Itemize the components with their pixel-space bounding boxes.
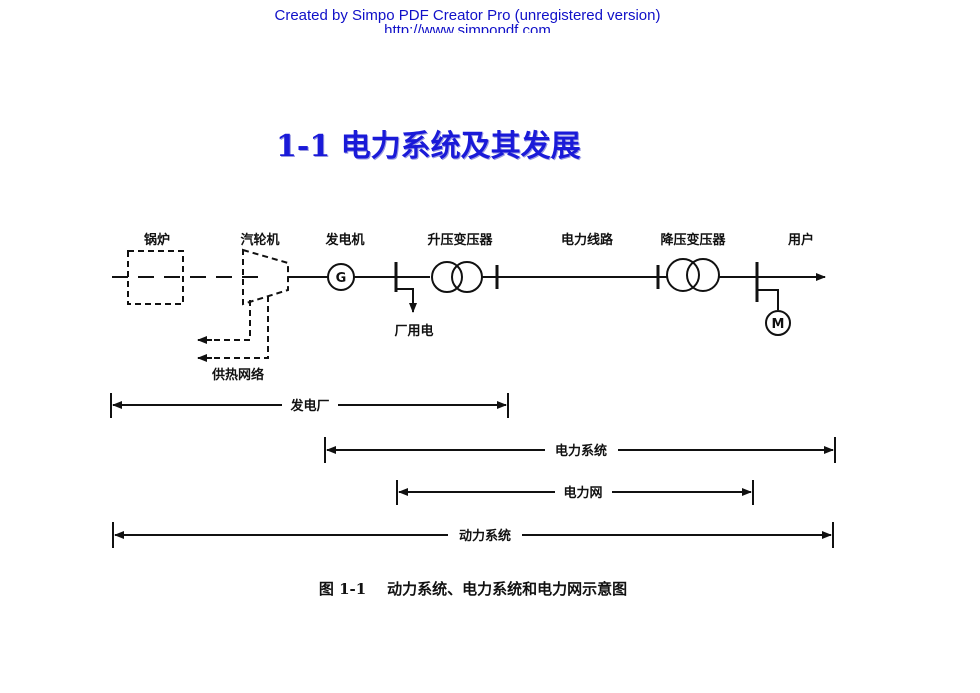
- boiler-box: [127, 250, 184, 305]
- turbine-shape: [242, 248, 289, 306]
- label-consumer: 用户: [787, 232, 814, 248]
- heat-supply-line-2: [205, 296, 269, 359]
- label-power-line: 电力线路: [561, 232, 614, 248]
- label-electric-power-system: 电力系统: [555, 443, 607, 459]
- motor-symbol: M: [772, 317, 785, 332]
- label-dynamic-power-system: 动力系统: [459, 528, 511, 544]
- label-power-plant: 发电厂: [289, 398, 329, 414]
- label-step-down-transformer: 降压变压器: [660, 232, 726, 248]
- step-up-transformer-coil-2: [451, 261, 483, 293]
- step-down-transformer-coil-1: [666, 258, 700, 292]
- label-boiler: 锅炉: [144, 232, 170, 248]
- label-power-network: 电力网: [563, 485, 602, 501]
- motor-circle: [765, 310, 791, 336]
- watermark-line-1: Created by Simpo PDF Creator Pro (unregi…: [274, 7, 661, 24]
- section-title: 1-1 电力系统及其发展: [276, 129, 581, 164]
- label-step-up-transformer: 升压变压器: [427, 232, 493, 248]
- label-heat-supply-network: 供热网络: [211, 367, 264, 383]
- motor-branch: [757, 289, 779, 310]
- figure-caption: 图 1-1 动力系统、电力系统和电力网示意图: [319, 580, 627, 598]
- step-down-transformer-coil-2: [686, 258, 720, 292]
- aux-power-tap: [396, 288, 414, 308]
- label-generator: 发电机: [324, 232, 364, 248]
- label-turbine: 汽轮机: [240, 232, 279, 248]
- generator-symbol: G: [336, 271, 347, 286]
- label-auxiliary-power: 厂用电: [394, 323, 433, 339]
- watermark-line-2: http://www.simpopdf.com: [384, 22, 551, 33]
- step-up-transformer-coil-1: [431, 261, 463, 293]
- heat-supply-line-1: [205, 300, 251, 341]
